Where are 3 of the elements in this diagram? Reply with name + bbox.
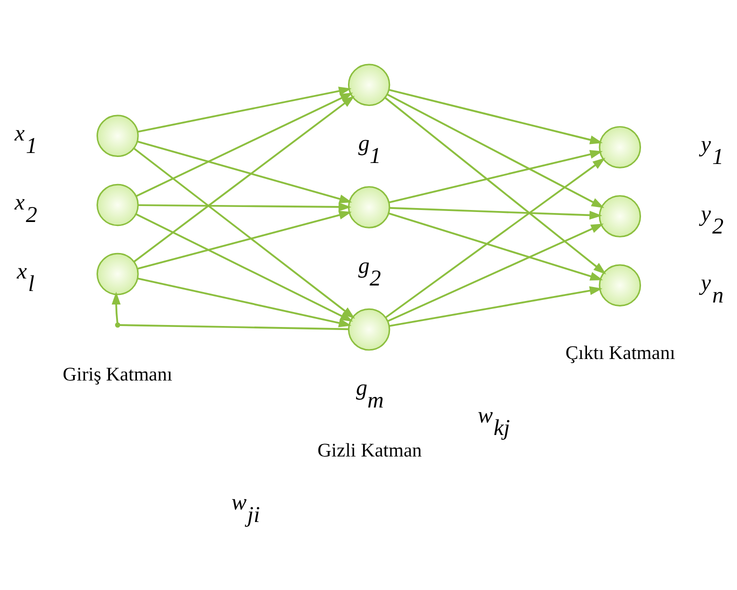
label: Giriş Katmanı <box>62 364 172 386</box>
label: Gizli Katman <box>318 440 422 462</box>
label: Çıktı Katmanı <box>566 343 676 364</box>
